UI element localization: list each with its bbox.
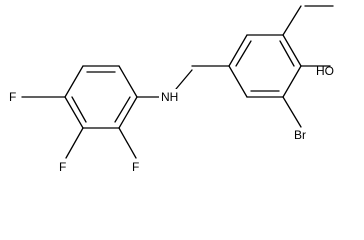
f-para-label: F [9, 90, 16, 104]
atom-labels: NH HO Br F F F [9, 64, 334, 174]
nh-label: NH [161, 90, 178, 104]
phenol-ring [228, 34, 302, 98]
oh-label: HO [316, 64, 334, 78]
trifluorophenyl-ring [64, 65, 138, 129]
br-label: Br [294, 128, 306, 142]
f-ortho-label: F [132, 160, 139, 174]
left-substituent-bonds [21, 69, 193, 159]
right-substituent-bonds [191, 5, 334, 128]
f-meta-label: F [59, 160, 66, 174]
molecule-structure: NH HO Br F F F [9, 5, 334, 174]
